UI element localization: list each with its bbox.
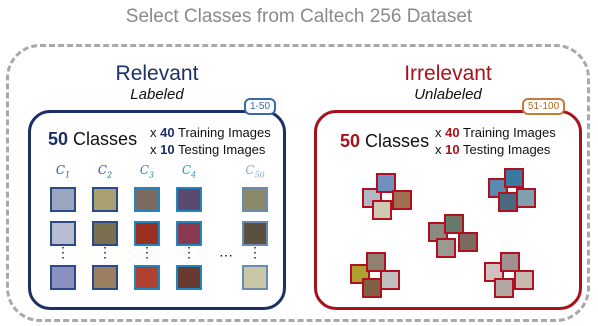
- vertical-ellipsis: ⋮: [182, 244, 196, 260]
- irrelevant-test-text: Testing Images: [462, 142, 551, 157]
- relevant-heading: Relevant: [115, 62, 199, 85]
- irrelevant-train-text: Training Images: [462, 125, 556, 140]
- class-thumbnail: [50, 265, 76, 290]
- relevant-range-badge: 1-50: [244, 98, 277, 115]
- unlabeled-image-thumbnail: [444, 214, 464, 234]
- irrelevant-image-counts: x 40 Training Images x 10 Testing Images: [435, 124, 556, 158]
- relevant-image-counts: x 40 Training Images x 10 Testing Images: [150, 124, 271, 158]
- unlabeled-image-thumbnail: [514, 270, 534, 290]
- relevant-subheading: Labeled: [130, 86, 184, 103]
- irrelevant-classes-word: Classes: [365, 131, 430, 151]
- class-label-2: C3: [139, 163, 155, 180]
- vertical-ellipsis: ⋮: [140, 244, 154, 260]
- train-prefix: x: [435, 125, 442, 140]
- irrelevant-subheading: Unlabeled: [414, 86, 482, 103]
- class-thumbnail: [134, 187, 160, 212]
- dataset-dashed-frame: [6, 44, 590, 322]
- relevant-train-text: Training Images: [177, 125, 271, 140]
- unlabeled-image-thumbnail: [458, 232, 478, 252]
- class-label-0: C1: [55, 163, 71, 180]
- vertical-ellipsis: ⋮: [248, 244, 262, 260]
- irrelevant-count: 50: [340, 131, 361, 151]
- irrelevant-panel: [314, 110, 582, 310]
- irrelevant-class-count: 50 Classes: [340, 131, 429, 152]
- class-label-3: C4: [181, 163, 197, 180]
- unlabeled-image-thumbnail: [362, 278, 382, 298]
- relevant-test-text: Testing Images: [177, 142, 266, 157]
- diagram-title: Select Classes from Caltech 256 Dataset: [125, 6, 473, 27]
- unlabeled-image-thumbnail: [498, 192, 518, 212]
- train-prefix: x: [150, 125, 157, 140]
- class-thumbnail: [176, 187, 202, 212]
- relevant-panel: [28, 110, 286, 310]
- vertical-ellipsis: ⋮: [56, 244, 70, 260]
- unlabeled-image-thumbnail: [380, 270, 400, 290]
- unlabeled-image-thumbnail: [500, 252, 520, 272]
- irrelevant-train-count: 40: [445, 125, 460, 140]
- vertical-ellipsis: ⋮: [98, 244, 112, 260]
- unlabeled-image-thumbnail: [376, 173, 396, 193]
- unlabeled-image-thumbnail: [504, 168, 524, 188]
- test-prefix: x: [435, 142, 442, 157]
- class-thumbnail: [92, 187, 118, 212]
- class-thumbnail: [92, 265, 118, 290]
- class-thumbnail: [50, 187, 76, 212]
- class-label-4: C50: [245, 163, 265, 180]
- class-thumbnail: [50, 221, 76, 246]
- irrelevant-test-count: 10: [445, 142, 460, 157]
- unlabeled-image-thumbnail: [372, 200, 392, 220]
- test-prefix: x: [150, 142, 157, 157]
- class-thumbnail: [176, 221, 202, 246]
- class-thumbnail: [134, 221, 160, 246]
- unlabeled-image-thumbnail: [366, 252, 386, 272]
- relevant-count: 50: [48, 129, 69, 149]
- class-thumbnail: [134, 265, 160, 290]
- class-thumbnail: [242, 265, 268, 290]
- class-thumbnail: [92, 221, 118, 246]
- unlabeled-image-thumbnail: [392, 190, 412, 210]
- relevant-test-count: 10: [160, 142, 175, 157]
- irrelevant-range-badge: 51-100: [522, 98, 566, 115]
- class-label-1: C2: [97, 163, 113, 180]
- class-thumbnail: [242, 221, 268, 246]
- horizontal-ellipsis: ⋯: [219, 247, 233, 263]
- unlabeled-image-thumbnail: [516, 188, 536, 208]
- relevant-train-count: 40: [160, 125, 175, 140]
- class-thumbnail: [176, 265, 202, 290]
- relevant-classes-word: Classes: [73, 129, 138, 149]
- class-thumbnail: [242, 187, 268, 212]
- irrelevant-heading: Irrelevant: [404, 62, 492, 85]
- unlabeled-image-thumbnail: [494, 278, 514, 298]
- unlabeled-image-thumbnail: [436, 238, 456, 258]
- relevant-class-count: 50 Classes: [48, 129, 137, 150]
